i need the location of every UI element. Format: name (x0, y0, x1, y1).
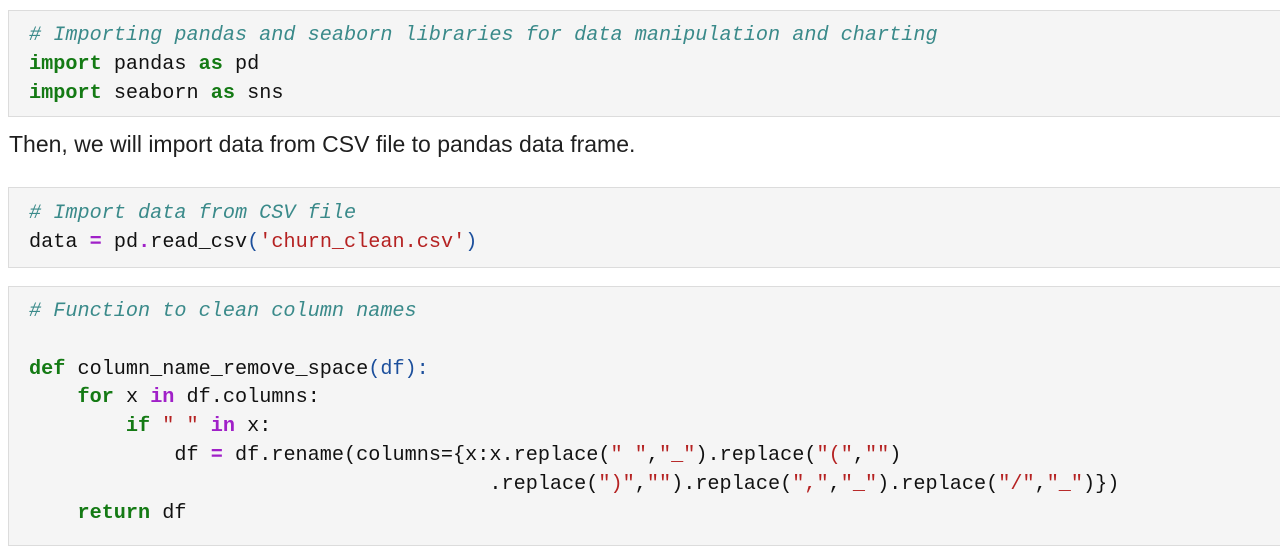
code-comment-line: # Importing pandas and seaborn libraries… (29, 22, 1280, 51)
code-block: # Importing pandas and seaborn libraries… (29, 22, 1280, 108)
operator-assign: = (210, 443, 223, 467)
loop-variable: x (125, 386, 139, 410)
string-literal: "," (792, 472, 829, 496)
keyword-for: for (77, 386, 114, 410)
for-line: for x in df.columns: (29, 384, 1280, 413)
keyword-as: as (210, 81, 235, 105)
import-seaborn-line: import seaborn as sns (29, 80, 1280, 109)
comma: , (828, 472, 841, 496)
keyword-in: in (150, 386, 175, 410)
keyword-if: if (125, 415, 151, 439)
read-csv-line: data = pd.read_csv('churn_clean.csv') (29, 229, 1280, 258)
assign-line: df = df.rename(columns={x:x.replace(" ",… (29, 442, 1280, 471)
code-comment-line: # Import data from CSV file (29, 200, 1280, 229)
markdown-paragraph: Then, we will import data from CSV file … (9, 131, 636, 157)
string-literal: "_" (1046, 472, 1084, 496)
keyword-def: def (29, 357, 66, 381)
string-literal: "/" (998, 472, 1035, 496)
string-literal: ")" (598, 472, 635, 496)
variable-name: df (174, 443, 199, 467)
module-alias: sns (247, 81, 284, 105)
module-alias: pd (234, 52, 260, 76)
object-name: pd (113, 230, 139, 254)
code-cell-imports[interactable]: # Importing pandas and seaborn libraries… (8, 10, 1280, 117)
comma: , (646, 443, 660, 467)
paren-open: ( (247, 230, 260, 254)
code-block: # Import data from CSV file data = pd.rea… (29, 200, 1280, 258)
string-literal: " " (162, 415, 199, 439)
replace-call: ).replace( (671, 472, 793, 496)
string-literal: 'churn_clean.csv' (259, 230, 466, 254)
if-line: if " " in x: (29, 413, 1280, 442)
code-cell-clean-columns[interactable]: # Function to clean column names def col… (8, 286, 1280, 546)
blank-line (29, 327, 1280, 356)
module-name: pandas (113, 52, 187, 76)
variable-name: x: (247, 415, 272, 439)
function-name: read_csv (150, 230, 248, 254)
string-literal: "(" (816, 443, 853, 467)
replace-call: ).replace( (877, 472, 999, 496)
code-cell-read-csv[interactable]: # Import data from CSV file data = pd.rea… (8, 187, 1280, 268)
function-params: (df): (368, 357, 429, 381)
string-literal: " " (610, 443, 647, 467)
return-line: return df (29, 500, 1280, 529)
replace-call: .replace( (489, 472, 599, 496)
operator-assign: = (89, 230, 102, 254)
code-block: # Function to clean column names def col… (29, 298, 1280, 528)
variable-name: data (29, 230, 78, 254)
continuation-line: .replace(")","").replace(",","_").replac… (29, 471, 1280, 500)
function-name: column_name_remove_space (77, 357, 369, 381)
replace-call: ).replace( (695, 443, 817, 467)
keyword-import: import (29, 52, 102, 76)
keyword-return: return (77, 501, 151, 525)
rename-call: df.rename(columns={x:x.replace( (234, 443, 611, 467)
def-line: def column_name_remove_space(df): (29, 356, 1280, 385)
comment: # Importing pandas and seaborn libraries… (29, 24, 938, 47)
closing-brackets: )}) (1083, 472, 1120, 496)
comment: # Function to clean column names (29, 300, 417, 323)
keyword-in: in (210, 415, 235, 439)
return-value: df (162, 501, 187, 525)
keyword-import: import (29, 81, 102, 105)
string-literal: "" (864, 443, 890, 467)
module-name: seaborn (113, 81, 199, 105)
paren-close: ) (465, 230, 478, 254)
loop-iterable: df.columns: (186, 386, 320, 410)
keyword-as: as (198, 52, 223, 76)
comma: , (634, 472, 647, 496)
paren-close: ) (889, 443, 902, 467)
string-literal: "_" (840, 472, 878, 496)
operator-dot: . (138, 230, 151, 254)
comma: , (1034, 472, 1047, 496)
string-literal: "" (646, 472, 672, 496)
comma: , (852, 443, 865, 467)
code-comment-line: # Function to clean column names (29, 298, 1280, 327)
string-literal: "_" (659, 443, 696, 467)
import-pandas-line: import pandas as pd (29, 51, 1280, 80)
comment: # Import data from CSV file (29, 202, 357, 225)
